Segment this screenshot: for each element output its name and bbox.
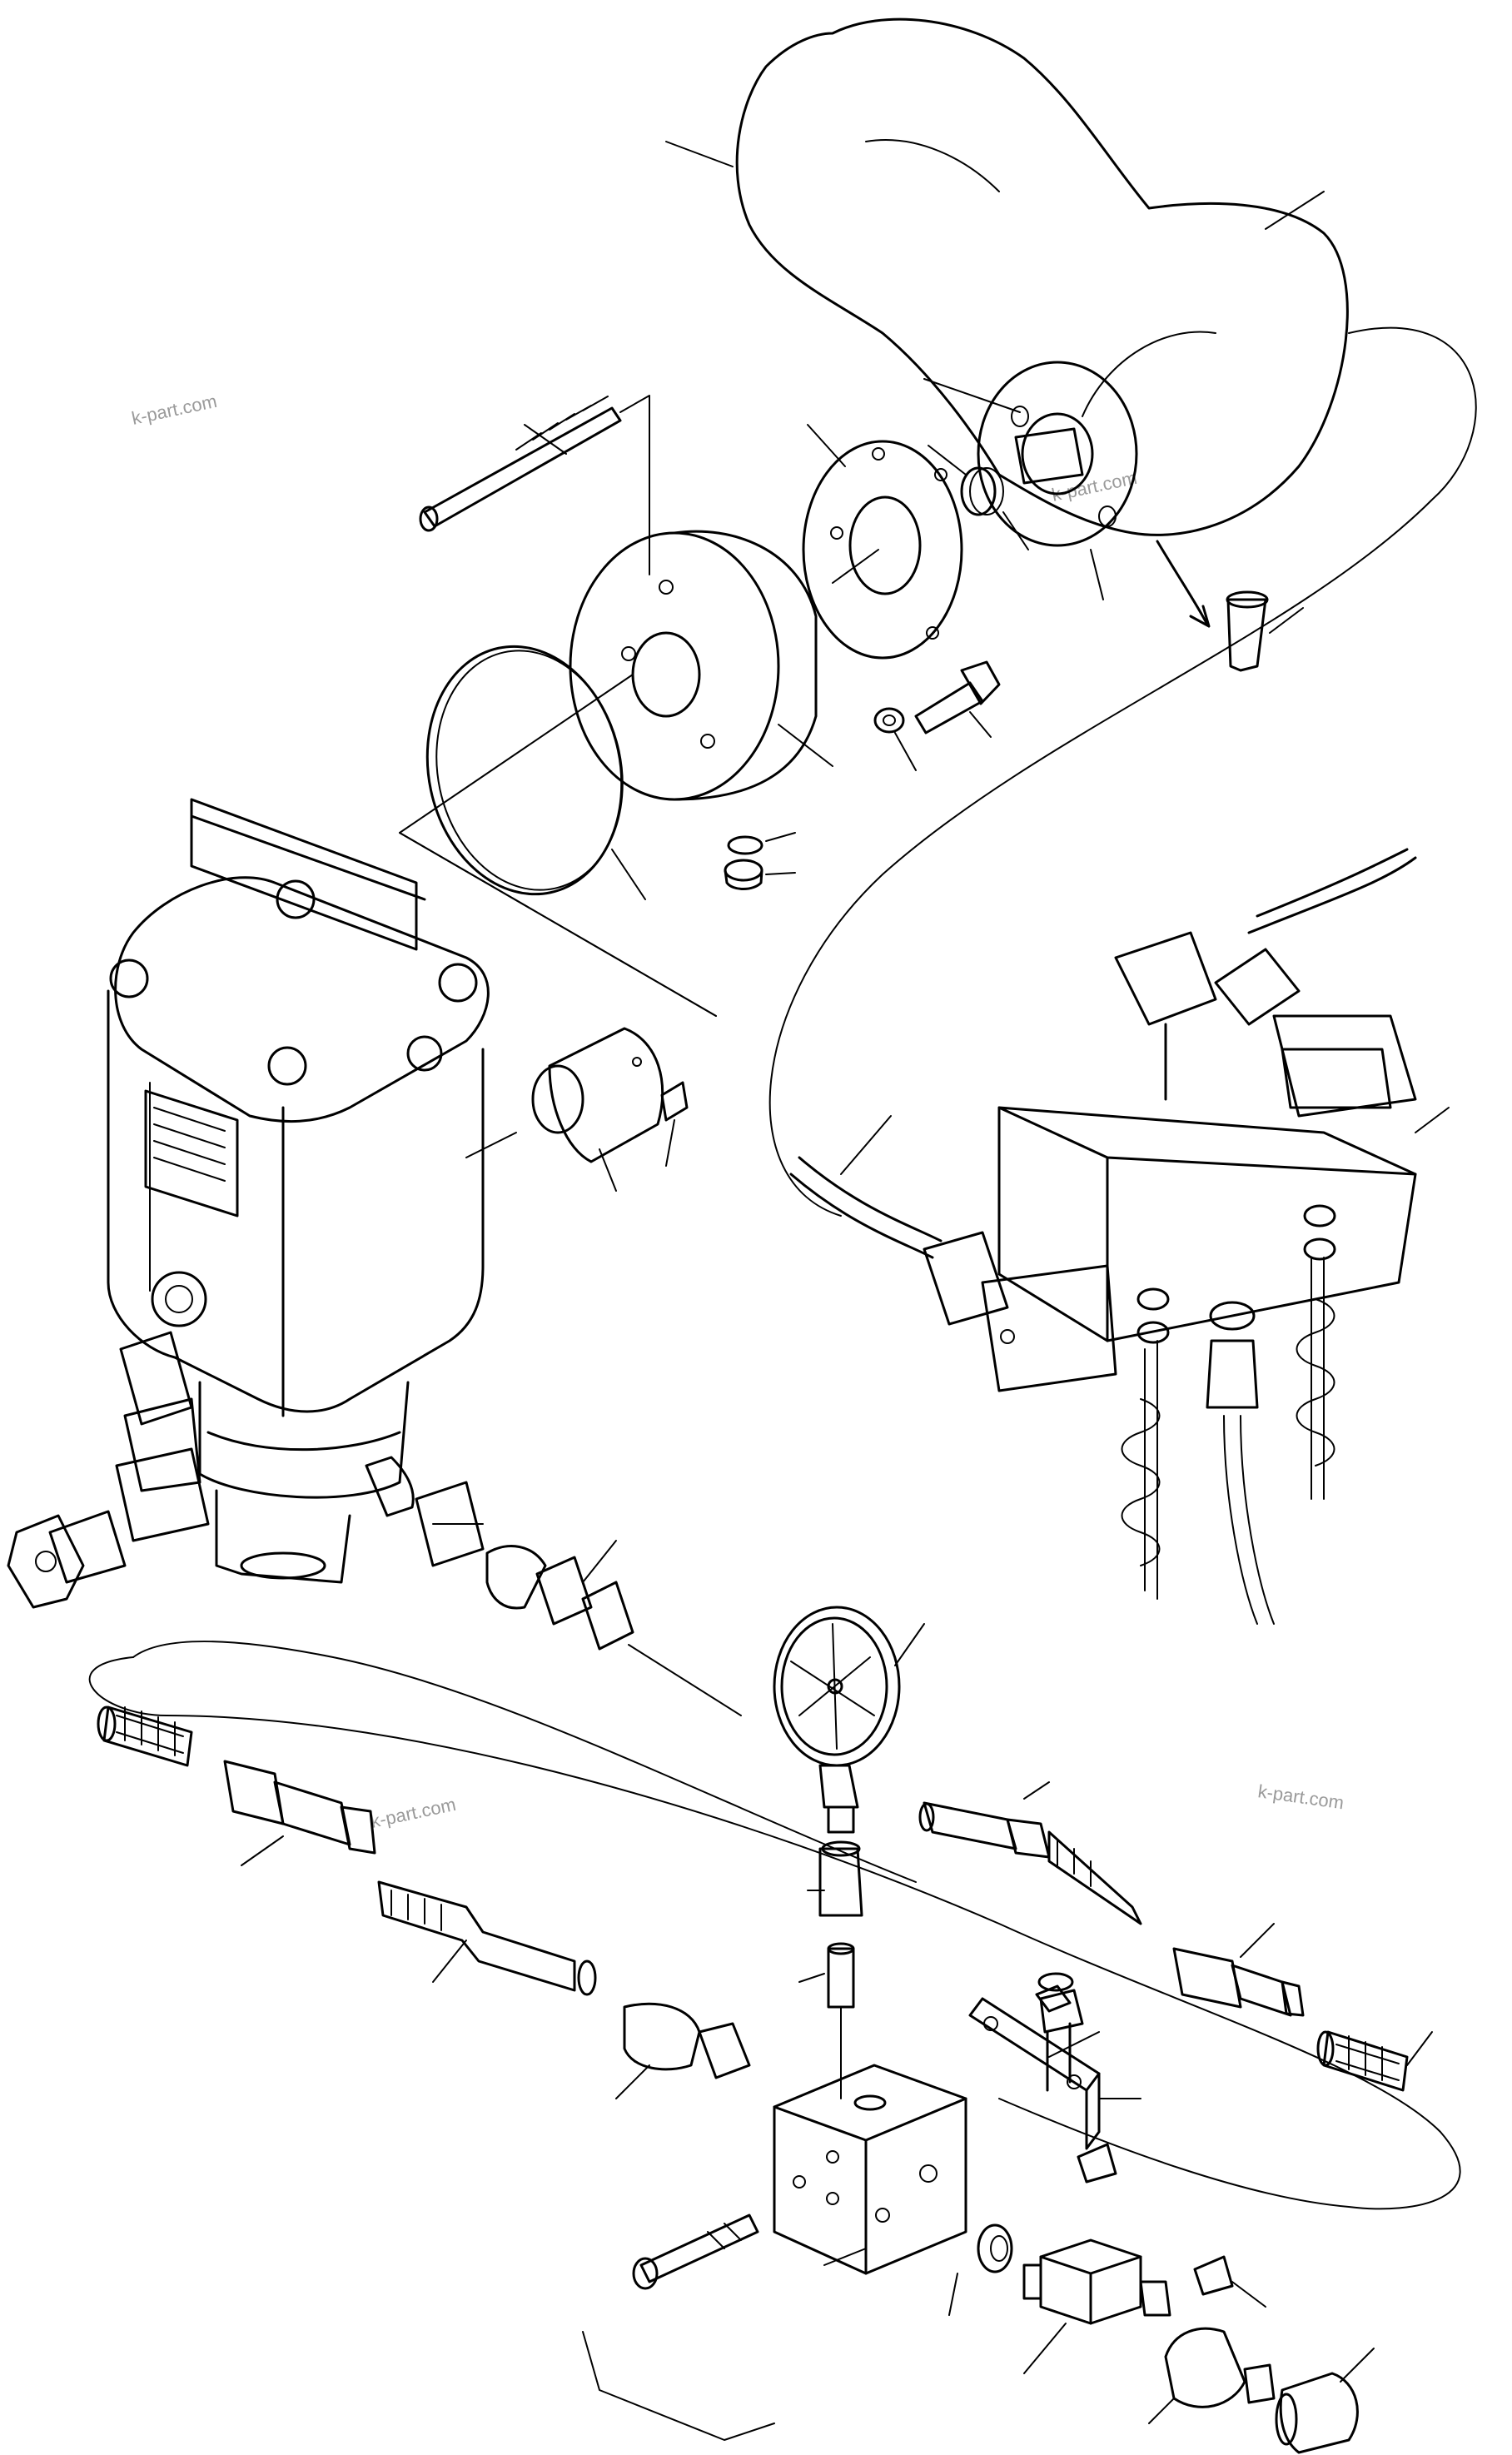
right-hose-coupling bbox=[918, 1781, 1433, 2092]
washer-tfitting bbox=[948, 2223, 1171, 2374]
pump-motor bbox=[107, 798, 517, 1584]
plug-part bbox=[1156, 540, 1304, 672]
manifold-block bbox=[773, 2064, 967, 2275]
seal-plug bbox=[724, 832, 796, 890]
watermark-4: k-part.com bbox=[1256, 1780, 1345, 1813]
bell-housing bbox=[399, 530, 833, 1017]
o-rings bbox=[928, 445, 1029, 550]
plug-fittings bbox=[1148, 2327, 1375, 2454]
junction-box bbox=[789, 848, 1450, 1625]
bracket-nuts bbox=[968, 1972, 1266, 2308]
hose-loop-top bbox=[768, 326, 1477, 1217]
adapter-plate bbox=[802, 424, 963, 660]
watermark-1: k-part.com bbox=[130, 391, 219, 429]
large-o-ring bbox=[399, 645, 717, 1017]
bolt bbox=[873, 660, 1001, 771]
gearbox-housing bbox=[665, 17, 1349, 600]
gauge-adapters bbox=[798, 1840, 863, 2099]
hose-loop-bottom bbox=[88, 1641, 1461, 2210]
pressure-gauge bbox=[773, 1606, 925, 1834]
pump-outlet-fittings bbox=[415, 1481, 742, 1716]
long-stud bbox=[419, 395, 650, 575]
manifold-cap-screw bbox=[582, 2213, 775, 2441]
watermark-3: k-part.com bbox=[369, 1794, 458, 1832]
coupling bbox=[531, 1027, 689, 1192]
left-hose-coupling bbox=[97, 1706, 751, 2099]
left-fittings bbox=[7, 1331, 210, 1609]
